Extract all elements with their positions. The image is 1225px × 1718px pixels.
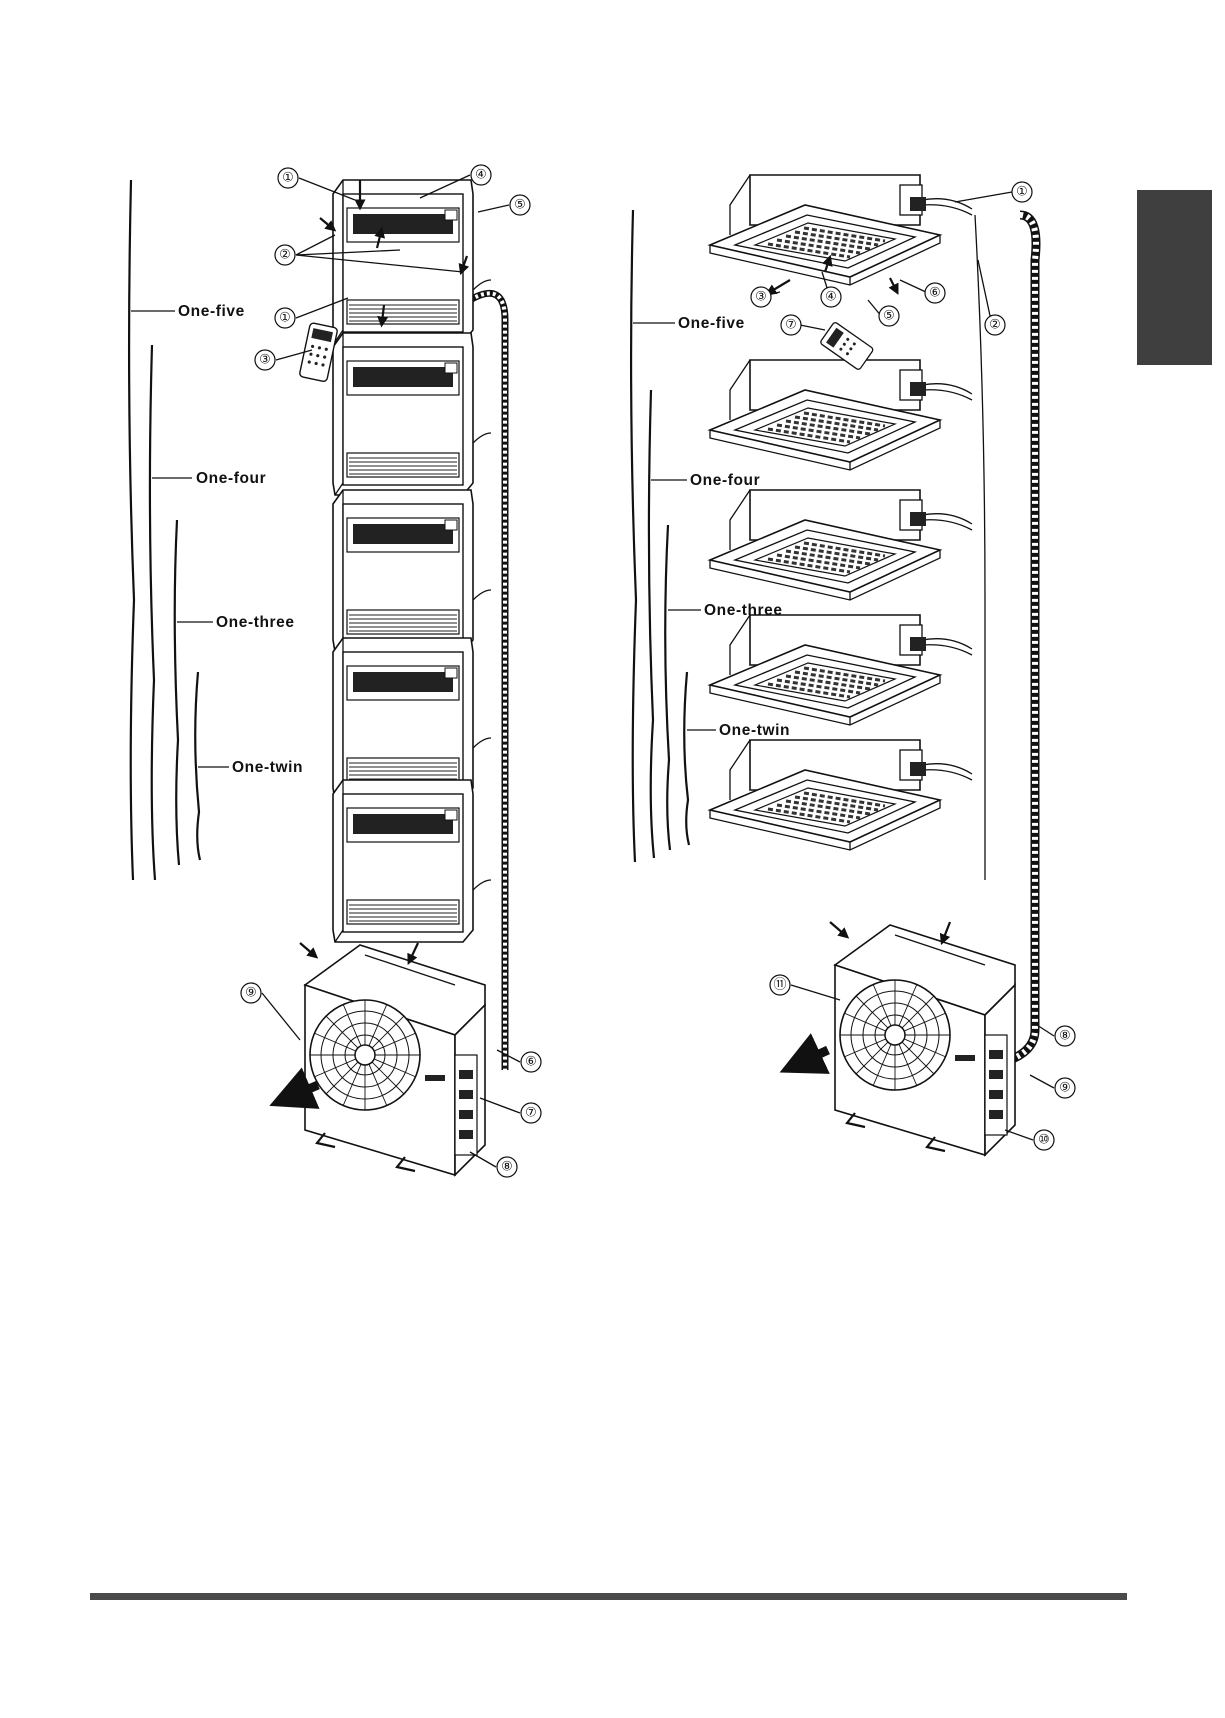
brace-one-four: [150, 345, 155, 880]
brace-r-one-three: [665, 525, 670, 850]
cassette-unit-5: [710, 740, 972, 850]
callout-r-7: ⑦: [785, 318, 797, 333]
callout-r-4: ④: [825, 290, 837, 305]
callout-r-3: ③: [755, 290, 767, 305]
outdoor-unit-right: [835, 925, 1015, 1155]
callout-l-1a: ①: [282, 171, 294, 186]
brace-one-three: [175, 520, 179, 865]
label-one-four: One-four: [196, 470, 266, 487]
callout-l-4: ④: [475, 168, 487, 183]
indoor-unit-4: [333, 638, 491, 800]
callout-r-11: ⑪: [773, 978, 786, 993]
label-r-one-five: One-five: [678, 315, 745, 332]
label-r-one-four: One-four: [690, 472, 760, 489]
callout-l-3: ③: [259, 353, 271, 368]
callout-l-1b: ①: [279, 311, 291, 326]
callout-l-6: ⑥: [525, 1055, 537, 1070]
callout-r-6: ⑥: [929, 286, 941, 301]
callout-r-2: ②: [989, 318, 1001, 333]
cassette-unit-3: [710, 490, 972, 600]
indoor-unit-5: [333, 780, 491, 942]
callout-r-8: ⑧: [1059, 1029, 1071, 1044]
brace-one-five: [129, 180, 134, 880]
brace-r-one-twin: [684, 672, 689, 845]
cassette-unit-1: [710, 175, 972, 285]
callout-l-5: ⑤: [514, 198, 526, 213]
callout-r-5: ⑤: [883, 309, 895, 324]
indoor-unit-2: [333, 333, 491, 495]
callout-l-2: ②: [279, 248, 291, 263]
exhaust-arrow-right: [800, 1050, 828, 1063]
callout-l-7: ⑦: [525, 1106, 537, 1121]
indoor-unit-3: [333, 490, 491, 652]
cassette-unit-4: [710, 615, 972, 725]
label-r-one-twin: One-twin: [719, 722, 790, 739]
callout-r-10: ⑩: [1038, 1133, 1050, 1148]
right-diagram: One-five One-four One-three One-twin: [631, 175, 1075, 1155]
brace-r-one-four: [649, 390, 654, 858]
outdoor-unit-left: [305, 945, 485, 1175]
cassette-unit-2: [710, 360, 972, 470]
brace-one-twin: [195, 672, 200, 860]
callout-l-8: ⑧: [501, 1160, 513, 1175]
callout-r-1: ①: [1016, 185, 1028, 200]
callout-l-9: ⑨: [245, 986, 257, 1001]
label-one-three: One-three: [216, 614, 295, 631]
left-diagram: One-five One-four One-three One-twin: [129, 165, 541, 1177]
brace-r-one-five: [631, 210, 636, 862]
label-one-five: One-five: [178, 303, 245, 320]
label-one-twin: One-twin: [232, 759, 303, 776]
callout-r-9: ⑨: [1059, 1081, 1071, 1096]
footer-rule: [90, 1593, 1127, 1600]
